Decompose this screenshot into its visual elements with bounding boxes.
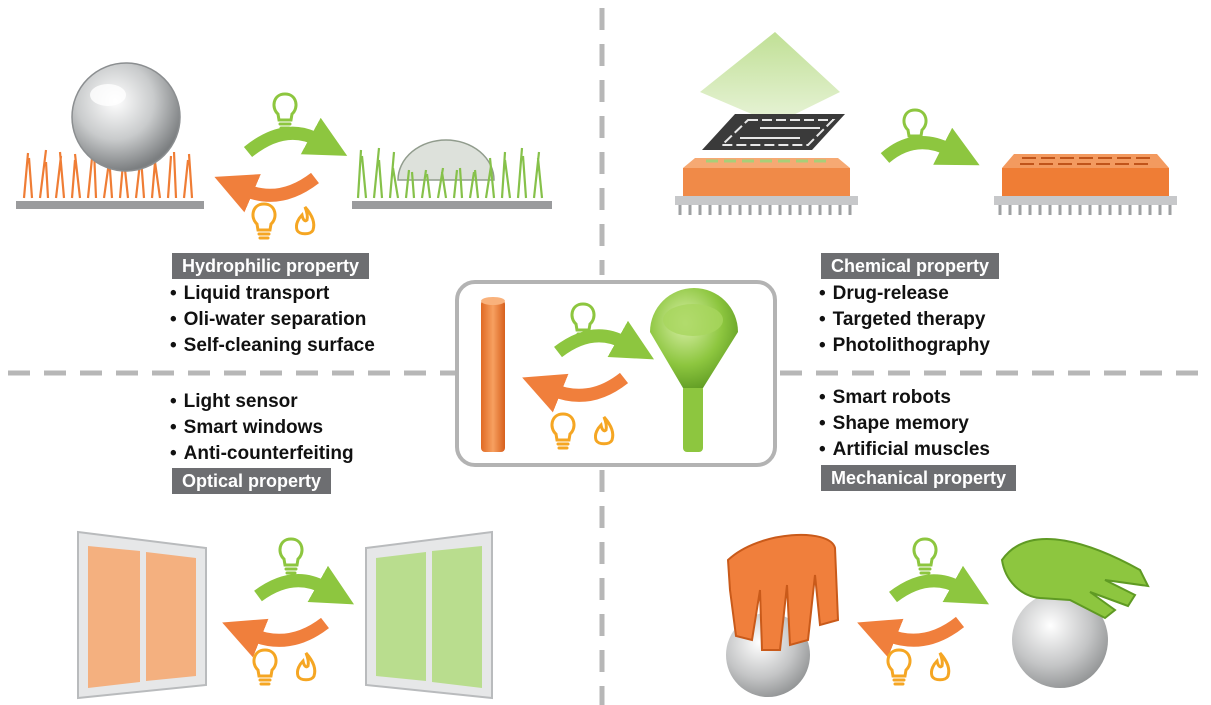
hand-orange [726,533,840,697]
arrow-forward-green [889,565,990,605]
list-item: Smart windows [170,415,354,441]
hydro-left-substrate [16,62,204,209]
window-green [365,530,493,700]
list-item: Oli-water separation [170,307,375,333]
list-item: Smart robots [819,385,990,411]
light-bulb-icon [272,92,298,130]
list-item: Light sensor [170,389,354,415]
chemical-list: Drug-release Targeted therapy Photolitho… [819,281,990,359]
hydrophilic-list: Liquid transport Oli-water separation Se… [170,281,375,359]
light-bulb-icon [902,108,928,146]
mechanical-list: Smart robots Shape memory Artificial mus… [819,385,990,463]
arrow-forward-green [254,565,355,605]
hydro-right-substrate [352,139,552,209]
list-item: Liquid transport [170,281,375,307]
arrow-back-orange [214,172,319,213]
arrow-pair-bottom-right [857,565,990,658]
arrow-pair-center [522,320,655,413]
arrow-pair-top-left [214,117,348,213]
light-bulb-icon [912,537,938,575]
light-bulb-icon [252,648,278,686]
arrow-back-orange [522,372,629,413]
optical-header: Optical property [172,468,332,494]
arrow-back-orange [857,616,965,658]
center-balloon [650,288,738,452]
chip-left [675,158,858,215]
quadrant-dividers [8,8,1211,705]
light-bulb-icon [251,202,277,240]
list-item: Targeted therapy [819,307,990,333]
flame-icon [296,652,317,682]
flame-icon [594,416,615,446]
center-rod [481,297,505,452]
arrow-pair-bottom-left [222,565,355,658]
light-bulb-icon [570,302,596,340]
list-item: Self-cleaning surface [170,333,375,359]
light-bulb-icon [550,412,576,450]
arrow-forward-green [243,117,348,158]
photomask [702,114,845,150]
list-item: Anti-counterfeiting [170,441,354,467]
list-item: Photolithography [819,333,990,359]
optical-list: Light sensor Smart windows Anti-counterf… [170,389,354,467]
arrow-forward-green [554,320,655,360]
light-beam [700,32,840,124]
flame-icon [295,206,316,236]
hand-green [1000,538,1150,688]
list-item: Drug-release [819,281,990,307]
light-bulb-icon [886,648,912,686]
window-orange [77,530,207,700]
hydrophilic-header: Hydrophilic property [172,253,370,279]
light-bulb-icon [278,537,304,575]
mechanical-header: Mechanical property [821,465,1017,491]
list-item: Artificial muscles [819,437,990,463]
arrow-back-orange [222,617,329,658]
flame-icon [930,652,951,682]
list-item: Shape memory [819,411,990,437]
chip-right [994,154,1177,215]
chemical-header: Chemical property [821,253,1000,279]
